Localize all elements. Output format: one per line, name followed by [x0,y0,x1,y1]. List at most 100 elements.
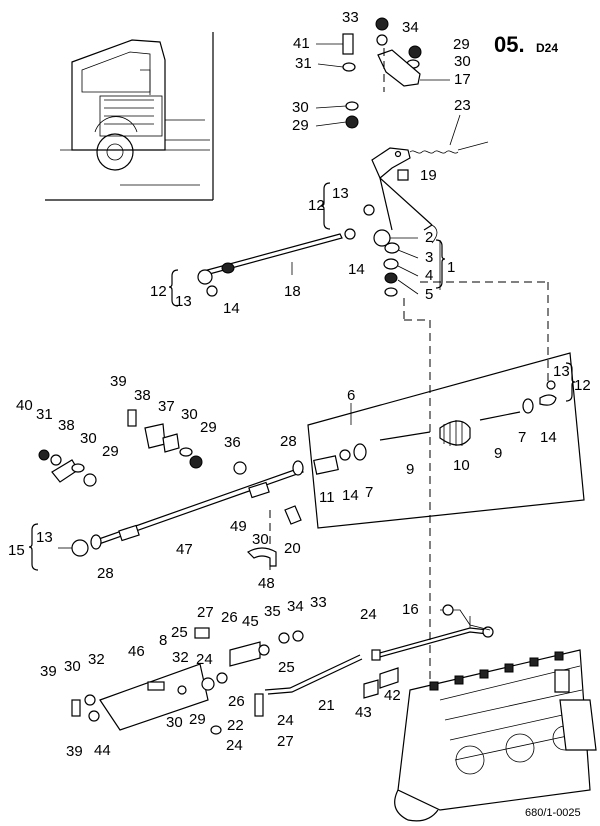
callout-30: 30 [80,430,97,447]
callout-48: 48 [258,575,275,592]
callout-14: 14 [223,300,240,317]
callout-32: 32 [172,649,189,666]
callout-22: 22 [227,717,244,734]
callout-15: 15 [8,542,25,559]
callout-12: 12 [574,377,591,394]
callout-30: 30 [181,406,198,423]
parts-42-43 [363,667,399,699]
callout-30: 30 [292,99,309,116]
callout-2: 2 [425,229,433,246]
braces [28,182,576,571]
callout-41: 41 [293,35,310,52]
callout-1: 1 [447,259,455,276]
callout-19: 19 [420,167,437,184]
callout-26: 26 [221,609,238,626]
cable-47 [71,460,304,567]
lower-linkage-group [71,627,304,735]
top-bracket-assembly [342,17,422,129]
callout-42: 42 [384,687,401,704]
callout-9: 9 [494,445,502,462]
callout-29: 29 [292,117,309,134]
pipe-21 [264,626,494,695]
left-bracket-group [38,409,247,487]
callout-13: 13 [36,529,53,546]
callout-13: 13 [553,363,570,380]
callout-28: 28 [97,565,114,582]
diagram-subcode: D24 [536,41,558,55]
callout-14: 14 [348,261,365,278]
callout-44: 44 [94,742,111,759]
callout-29: 29 [453,36,470,53]
callout-25: 25 [171,624,188,641]
callout-38: 38 [58,417,75,434]
callout-30: 30 [252,531,269,548]
reference-number: 680/1-0025 [525,807,581,819]
callout-13: 13 [175,293,192,310]
callout-3: 3 [425,249,433,266]
callout-47: 47 [176,541,193,558]
callout-23: 23 [454,97,471,114]
callout-31: 31 [295,55,312,72]
callout-34: 34 [402,19,419,36]
callout-9: 9 [406,461,414,478]
callout-20: 20 [284,540,301,557]
injection-pump [394,604,597,822]
callout-33: 33 [310,594,327,611]
callout-7: 7 [518,429,526,446]
callout-40: 40 [16,397,33,414]
callout-45: 45 [242,613,259,630]
callout-24: 24 [196,651,213,668]
callout-13: 13 [332,185,349,202]
callout-27: 27 [197,604,214,621]
callout-8: 8 [159,632,167,649]
callout-30: 30 [454,53,471,70]
parts-box-6 [307,352,585,529]
callout-39: 39 [40,663,57,680]
callout-37: 37 [158,398,175,415]
callout-10: 10 [453,457,470,474]
callout-4: 4 [425,267,433,284]
callout-25: 25 [278,659,295,676]
callout-24: 24 [360,606,377,623]
callout-12: 12 [308,197,325,214]
callout-36: 36 [224,434,241,451]
linkage-parts-2-5 [363,204,441,297]
callout-17: 17 [454,71,471,88]
callout-5: 5 [425,286,433,303]
callout-39: 39 [110,373,127,390]
truck-inset [45,32,214,201]
diagram-code: 05. [494,32,525,57]
callout-29: 29 [200,419,217,436]
callout-14: 14 [540,429,557,446]
callout-29: 29 [102,443,119,460]
callout-6: 6 [347,387,355,404]
callout-labels: 33 34 29 41 30 31 17 30 29 23 19 13 12 2… [8,9,591,760]
callout-11: 11 [319,489,335,506]
leader-lines [58,43,471,628]
callout-35: 35 [264,603,281,620]
callout-27: 27 [277,733,294,750]
callout-14: 14 [342,487,359,504]
callout-30: 30 [166,714,183,731]
callout-32: 32 [88,651,105,668]
callout-12: 12 [150,283,167,300]
callout-33: 33 [342,9,359,26]
callout-30: 30 [64,658,81,675]
callout-29: 29 [189,711,206,728]
callout-18: 18 [284,283,301,300]
callout-38: 38 [134,387,151,404]
callout-21: 21 [318,697,335,714]
callout-24: 24 [226,737,243,754]
rod-18 [197,228,356,297]
callout-34: 34 [287,598,304,615]
lever-spring-assembly [371,141,489,231]
callout-16: 16 [402,601,419,618]
callout-26: 26 [228,693,245,710]
callout-43: 43 [355,704,372,721]
callout-39: 39 [66,743,83,760]
callout-7: 7 [365,484,373,501]
callout-28: 28 [280,433,297,450]
callout-46: 46 [128,643,145,660]
